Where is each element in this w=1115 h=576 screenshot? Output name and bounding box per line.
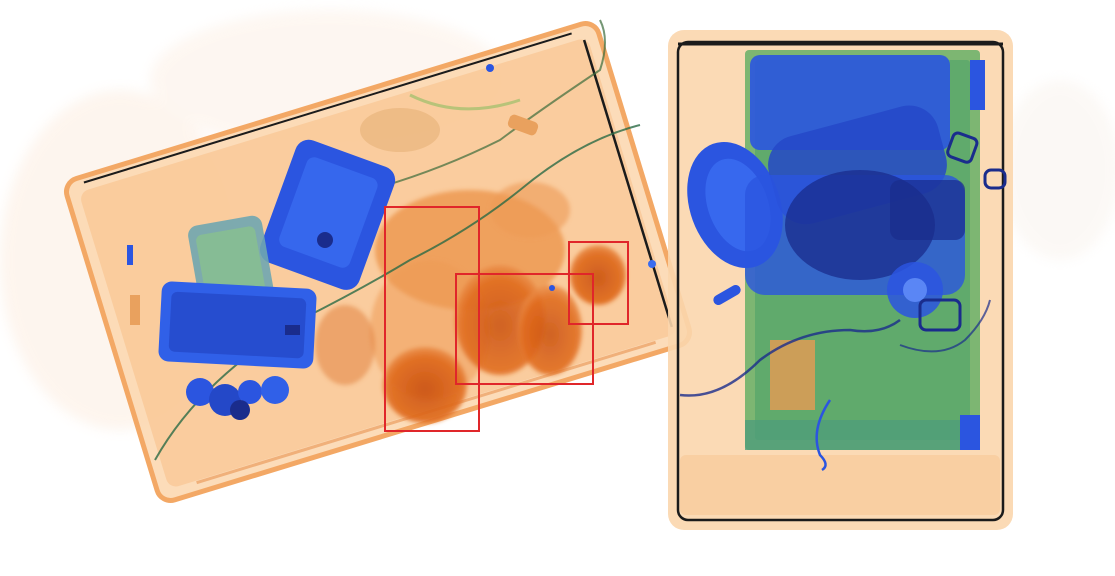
metal-devices	[687, 55, 1007, 450]
left-suitcase	[64, 19, 692, 503]
cable-3	[679, 318, 901, 397]
detection-boxes	[384, 206, 629, 432]
detection-3	[568, 241, 629, 325]
organic-mass	[315, 182, 626, 423]
cable-5	[899, 299, 991, 353]
cable-4	[815, 399, 832, 472]
cable-1	[154, 124, 641, 461]
detection-2	[455, 273, 594, 385]
detection-1	[384, 206, 480, 432]
electronics-cluster	[158, 139, 396, 420]
right-suitcase	[668, 30, 1013, 530]
